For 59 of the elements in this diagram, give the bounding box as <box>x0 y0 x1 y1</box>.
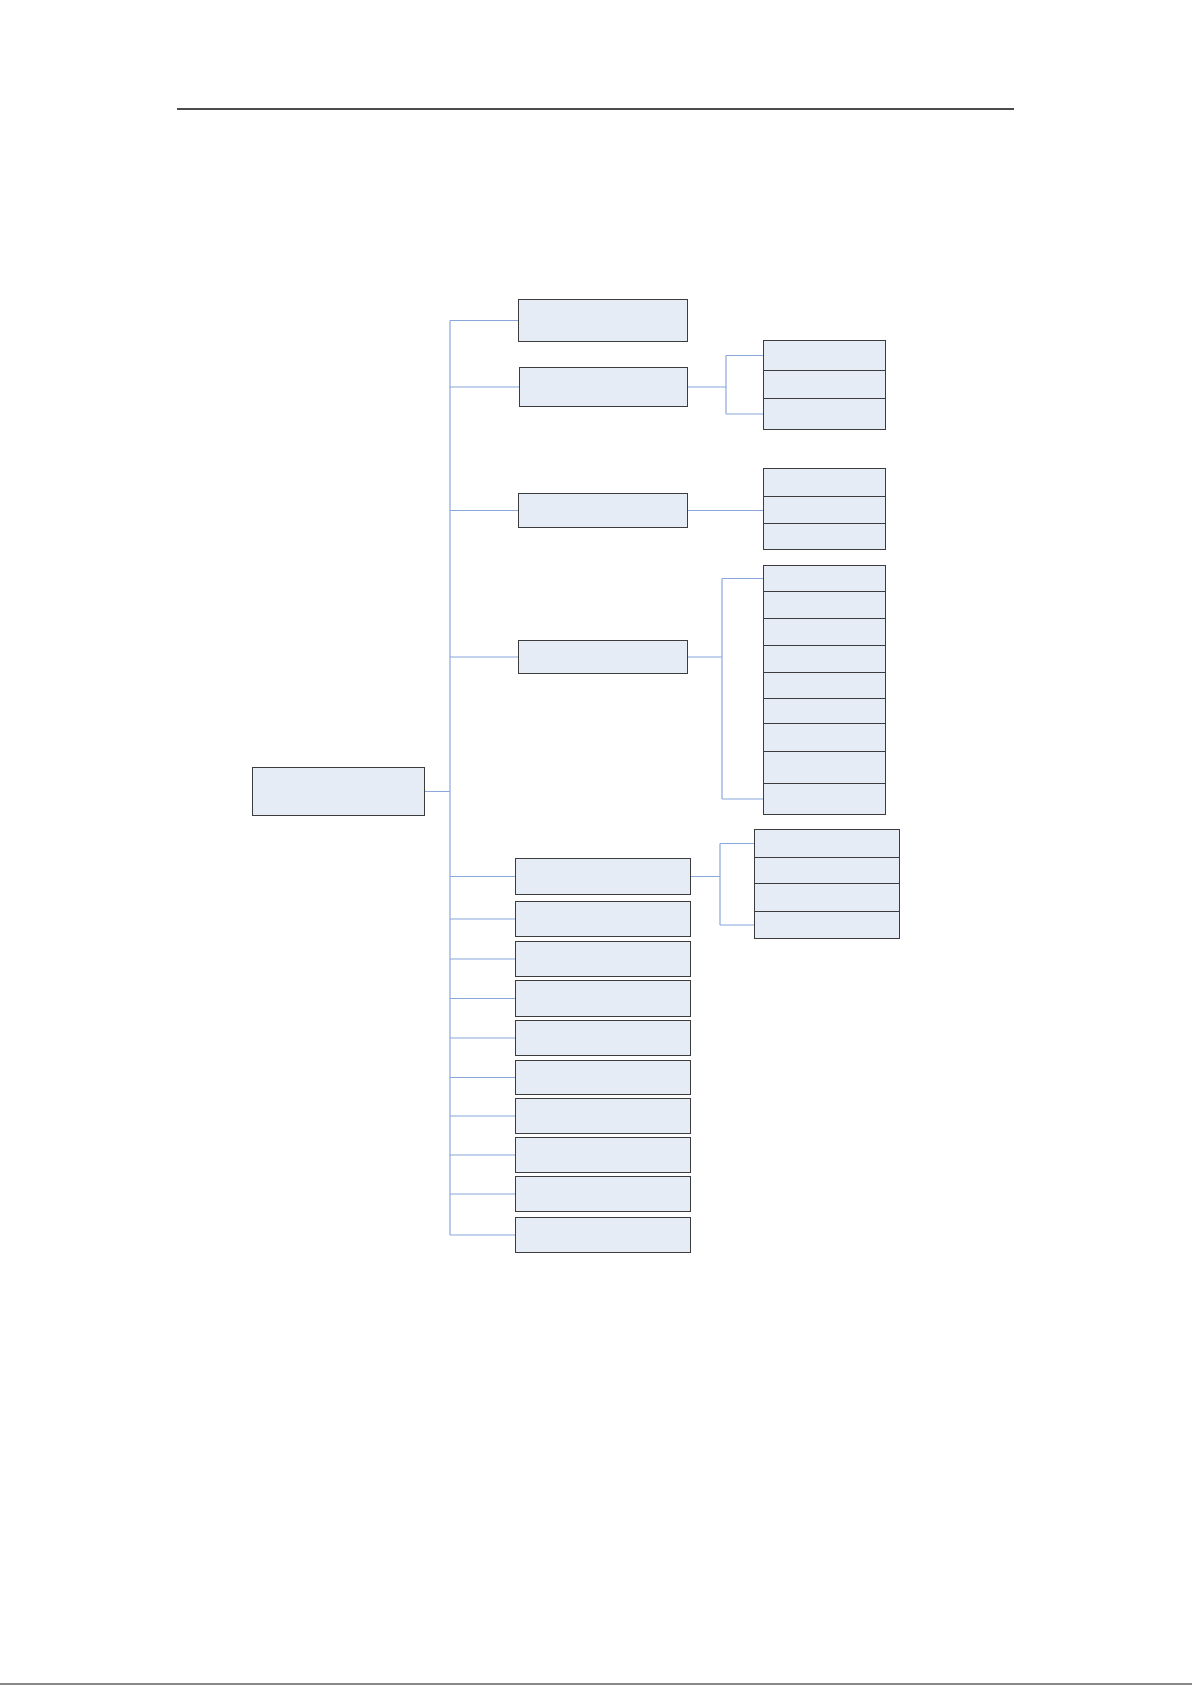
empty-box <box>763 340 886 371</box>
empty-box <box>763 751 886 784</box>
connector-line <box>449 509 519 512</box>
connector-line <box>719 924 755 926</box>
connector-line <box>449 1076 516 1079</box>
connector-line <box>449 918 516 920</box>
connector-line <box>721 798 764 800</box>
empty-box <box>252 767 425 816</box>
empty-box <box>763 523 886 550</box>
empty-box <box>763 496 886 524</box>
empty-box <box>515 1217 691 1253</box>
connector-line <box>449 1115 516 1117</box>
connector-line <box>449 1154 516 1156</box>
empty-box <box>763 565 886 592</box>
empty-box <box>515 1137 691 1173</box>
empty-box <box>515 980 691 1017</box>
connector-line <box>687 509 764 512</box>
connector-line <box>687 577 723 800</box>
empty-box <box>754 857 900 884</box>
connector-line <box>690 842 721 926</box>
connector-line <box>449 1193 516 1195</box>
empty-box <box>515 858 691 895</box>
connector-line <box>449 997 516 1000</box>
connector-line <box>725 413 764 415</box>
empty-box <box>763 591 886 619</box>
connector-line <box>719 842 755 845</box>
empty-box <box>763 783 886 815</box>
connector-line <box>449 319 519 322</box>
empty-box <box>754 883 900 912</box>
connector-line <box>721 577 764 580</box>
empty-box <box>763 398 886 430</box>
empty-box <box>518 299 688 342</box>
empty-box <box>515 941 691 977</box>
empty-box <box>763 723 886 752</box>
connector-line <box>725 354 764 357</box>
connector-line <box>449 386 520 388</box>
empty-box <box>763 672 886 699</box>
empty-box <box>754 829 900 858</box>
connector-line <box>424 319 451 1236</box>
empty-box <box>515 1176 691 1212</box>
connector-line <box>449 875 516 878</box>
empty-box <box>518 640 688 674</box>
empty-box <box>519 367 688 407</box>
empty-box <box>518 493 688 528</box>
empty-box <box>763 645 886 673</box>
empty-box <box>763 370 886 399</box>
connector-line <box>449 958 516 960</box>
connector-line <box>449 1234 516 1236</box>
empty-box <box>515 1098 691 1134</box>
empty-box <box>515 1020 691 1056</box>
empty-box <box>515 901 691 937</box>
connector-line <box>449 1037 516 1039</box>
connector-line <box>449 656 519 658</box>
empty-box <box>763 618 886 646</box>
connector-line <box>687 354 727 415</box>
empty-box <box>763 698 886 724</box>
empty-box <box>515 1060 691 1095</box>
empty-box <box>763 468 886 497</box>
empty-box <box>754 911 900 939</box>
